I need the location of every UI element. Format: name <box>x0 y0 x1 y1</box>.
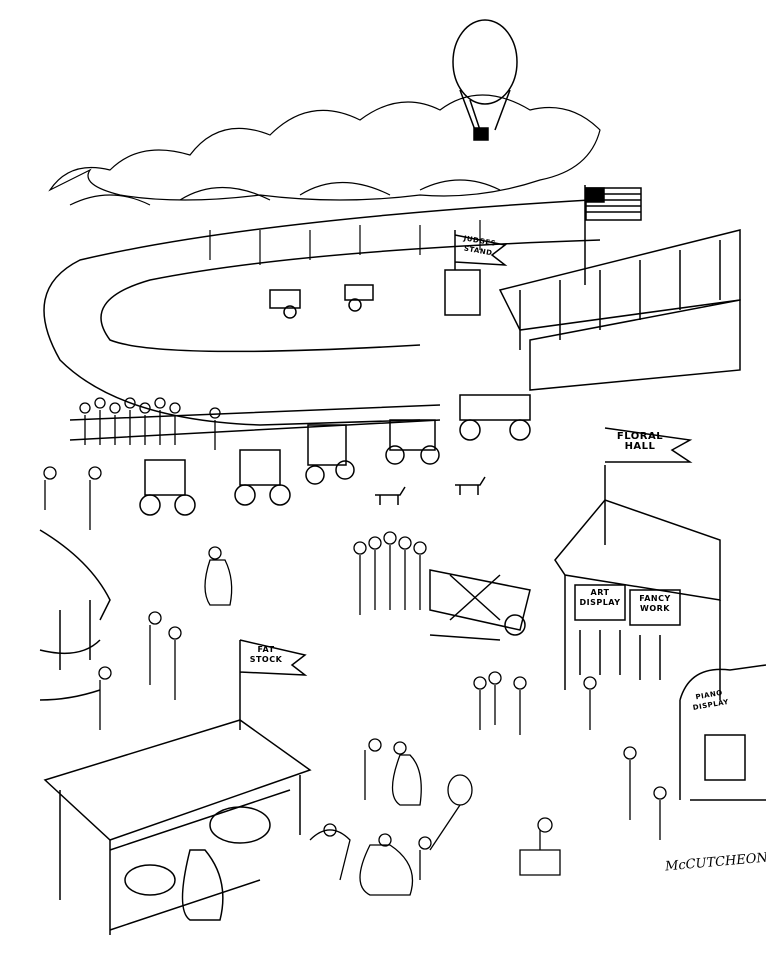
floral-hall-sign: FLORAL HALL <box>616 431 664 452</box>
racetrack <box>43 199 601 441</box>
dogs <box>375 476 486 505</box>
hot-air-balloon <box>452 19 518 141</box>
piano-display-building <box>679 664 766 801</box>
fat-stock-sign: FAT STOCK <box>249 645 283 664</box>
carousel <box>39 529 111 701</box>
fancy-work-sign: FANCY WORK <box>639 594 671 613</box>
fat-stock-shed <box>43 639 312 935</box>
art-display-sign: ART DISPLAY <box>579 588 621 607</box>
judges-stand <box>444 230 508 316</box>
vehicles <box>139 284 531 516</box>
floral-hall-building <box>554 427 721 700</box>
grandstand <box>498 229 741 391</box>
crowd-figures <box>43 397 667 896</box>
tree-grove <box>48 94 601 265</box>
farm-machine <box>429 569 531 641</box>
american-flag <box>584 185 642 285</box>
